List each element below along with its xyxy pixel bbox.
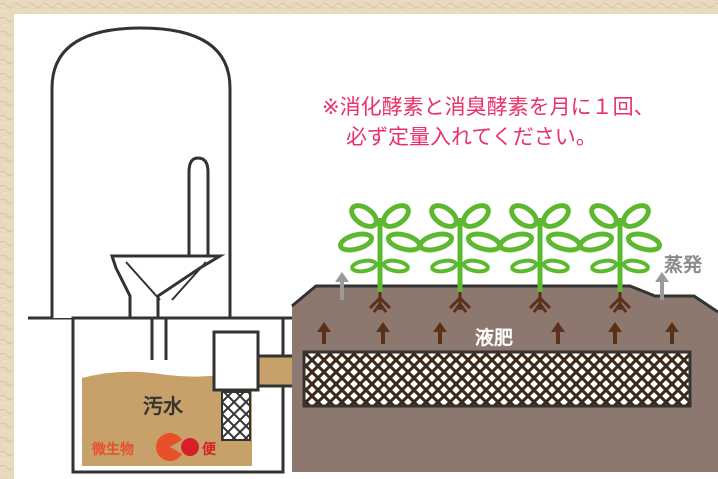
note-line-1: ※消化酵素と消臭酵素を月に１回、 xyxy=(322,95,655,119)
note-line-2: 必ず定量入れてください。 xyxy=(346,125,597,149)
sewage-fill xyxy=(82,371,252,466)
fertilizer-trench xyxy=(302,350,692,408)
feces-label: 便 xyxy=(202,442,216,458)
maintenance-note: ※消化酵素と消臭酵素を月に１回、 必ず定量入れてください。 xyxy=(322,92,655,152)
circle-icon xyxy=(181,438,199,456)
pacman-icon xyxy=(155,433,183,462)
vent-pipe xyxy=(187,156,210,262)
toilet-hut xyxy=(50,26,232,318)
microbes-label: 微生物 xyxy=(92,442,134,458)
filter-mesh xyxy=(221,391,251,441)
filter-box xyxy=(212,330,260,392)
liquid-fertilizer-label: 液肥 xyxy=(475,327,514,349)
drop-pipe xyxy=(150,318,168,360)
evaporation-label: 蒸発 xyxy=(664,254,703,276)
soil-surface-line xyxy=(291,284,718,314)
sewage-label: 汚水 xyxy=(143,394,183,418)
